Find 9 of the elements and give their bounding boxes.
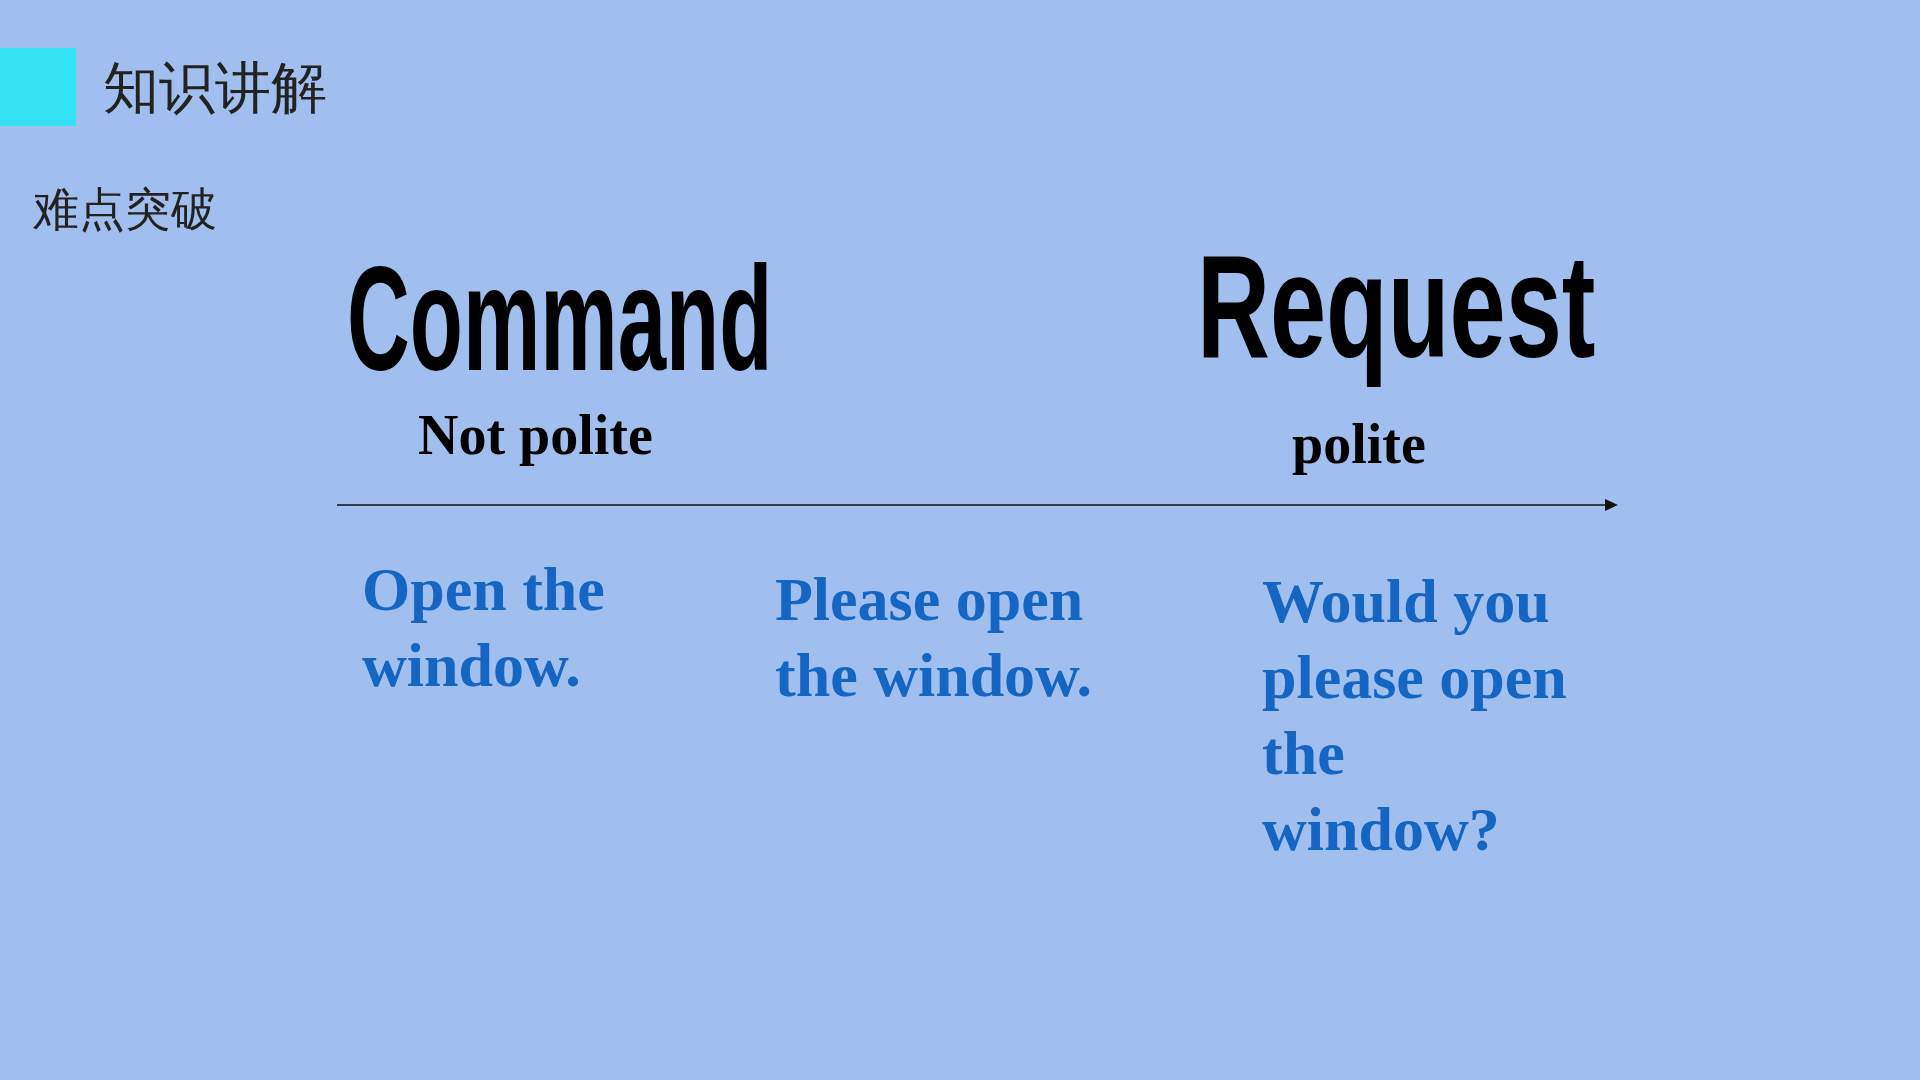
slide-title: 知识讲解 bbox=[103, 54, 327, 122]
example-sentence: Open the window. bbox=[362, 554, 606, 701]
example-sentence: Would you please open the window? bbox=[1262, 566, 1568, 865]
scale-label: polite bbox=[1292, 412, 1426, 477]
scale-label: Not polite bbox=[418, 403, 653, 468]
wordart-heading: Request bbox=[1197, 226, 1596, 388]
wordart-heading: Command bbox=[347, 256, 773, 382]
section-subtitle: 难点突破 bbox=[33, 182, 217, 238]
example-sentence: Please open the window. bbox=[775, 564, 1093, 711]
